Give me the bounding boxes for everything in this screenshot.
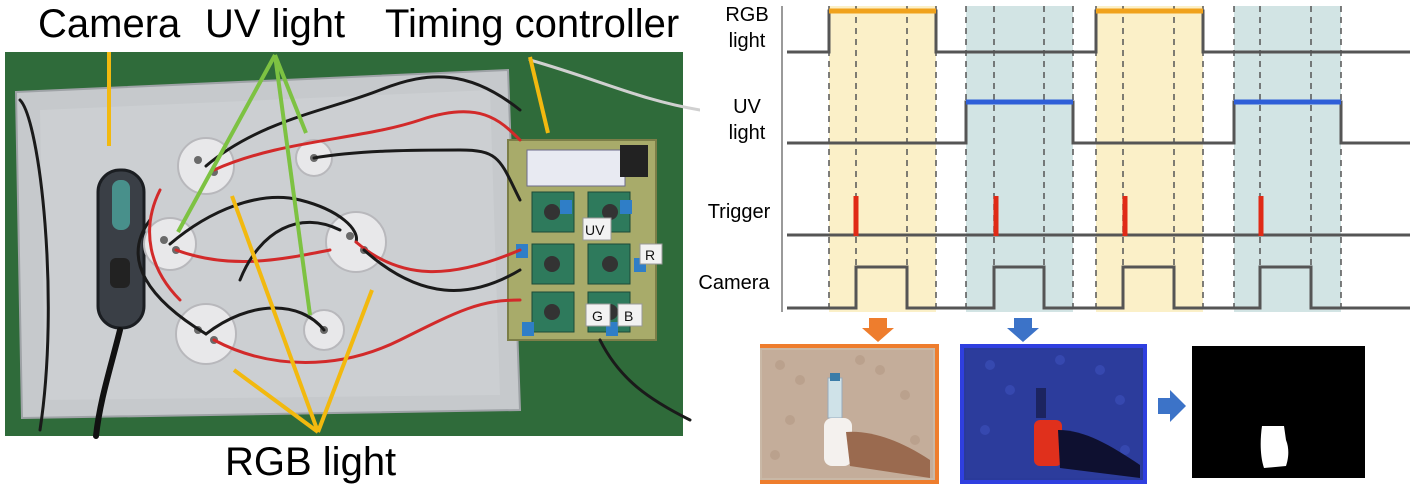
rgb-down-arrow [862,318,894,342]
rgb-capture [760,344,939,484]
uv-pointer-2 [273,54,308,134]
rgb-light-label: RGB light [225,440,397,484]
trigger-pulses [853,196,1264,236]
timing-diagram [760,6,1410,484]
rgb-pointer-2 [316,289,374,433]
uv-pointer-1 [176,54,277,233]
uv-down-arrow [1007,318,1039,342]
row-label-camera-line1: Camera [698,272,770,294]
row-label-trigger: Trigger [700,199,778,225]
microcontroller [526,149,626,187]
row-label-uv-line2: light [728,122,766,144]
row-label-rgb-line2: light [728,30,766,52]
segmentation-mask [1192,346,1365,478]
board-label-uv: UV [585,222,605,238]
rgb-phase-band-1 [829,6,936,312]
board-label-b: B [624,308,633,324]
rgb-light-signal [787,9,1410,54]
uv-light-label: UV light [205,2,346,46]
row-label-uv-light: UV light [718,94,776,146]
uv-phase-band-2 [1234,6,1341,312]
mask-right-arrow [1158,390,1186,422]
rgb-pointer-3 [232,368,320,434]
camera-signal [787,265,1410,310]
board-label-g: G [592,308,603,324]
timing-pointer [528,56,550,134]
camera-label: Camera [38,2,181,46]
row-label-rgb-light: RGB light [718,2,776,54]
row-label-rgb-line1: RGB [725,4,769,26]
hardware-photo: UV R G B [5,52,700,439]
row-label-trigger-line1: Trigger [707,201,771,223]
rgb-pointer-1 [230,195,320,433]
time-guides [828,6,1342,312]
uv-pointer-3 [273,54,312,316]
wires [18,58,700,439]
row-label-camera: Camera [690,270,778,296]
row-label-uv-line1: UV [733,96,761,118]
board-label-r: R [645,247,655,263]
timing-controller-label: Timing controller [385,2,680,46]
uv-phase-band-1 [966,6,1073,312]
uv-light-signal [787,100,1410,145]
rgb-phase-band-2 [1096,6,1203,312]
uv-capture [960,344,1147,484]
